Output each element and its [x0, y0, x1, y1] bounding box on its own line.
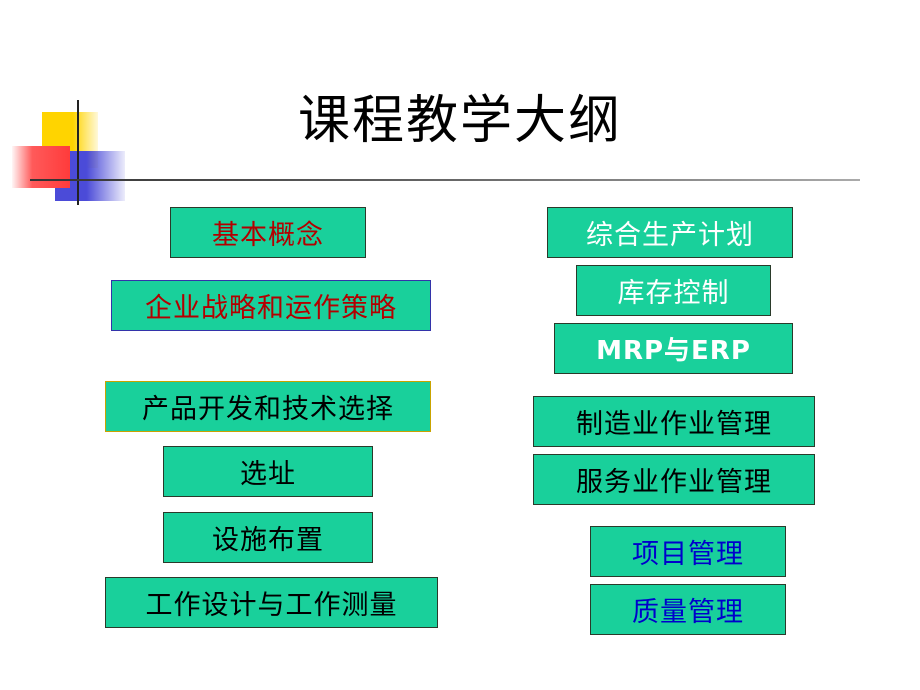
decorative-red-square [12, 146, 70, 188]
outline-item-service-operations: 服务业作业管理 [533, 454, 815, 505]
outline-item-mrp-erp: MRP与ERP [554, 323, 793, 374]
outline-item-work-design: 工作设计与工作测量 [105, 577, 438, 628]
title-underline [30, 179, 860, 181]
outline-item-quality-management: 质量管理 [590, 584, 786, 635]
decorative-vertical-line [77, 100, 79, 205]
slide-title: 课程教学大纲 [297, 91, 622, 151]
outline-item-inventory-control: 库存控制 [576, 265, 771, 316]
outline-item-location: 选址 [163, 446, 373, 497]
outline-item-facility-layout: 设施布置 [163, 512, 373, 563]
outline-item-strategy: 企业战略和运作策略 [111, 280, 431, 331]
outline-item-product-development: 产品开发和技术选择 [105, 381, 431, 432]
outline-item-project-management: 项目管理 [590, 526, 786, 577]
outline-item-manufacturing-operations: 制造业作业管理 [533, 396, 815, 447]
outline-item-aggregate-planning: 综合生产计划 [547, 207, 793, 258]
outline-item-basic-concepts: 基本概念 [170, 207, 366, 258]
